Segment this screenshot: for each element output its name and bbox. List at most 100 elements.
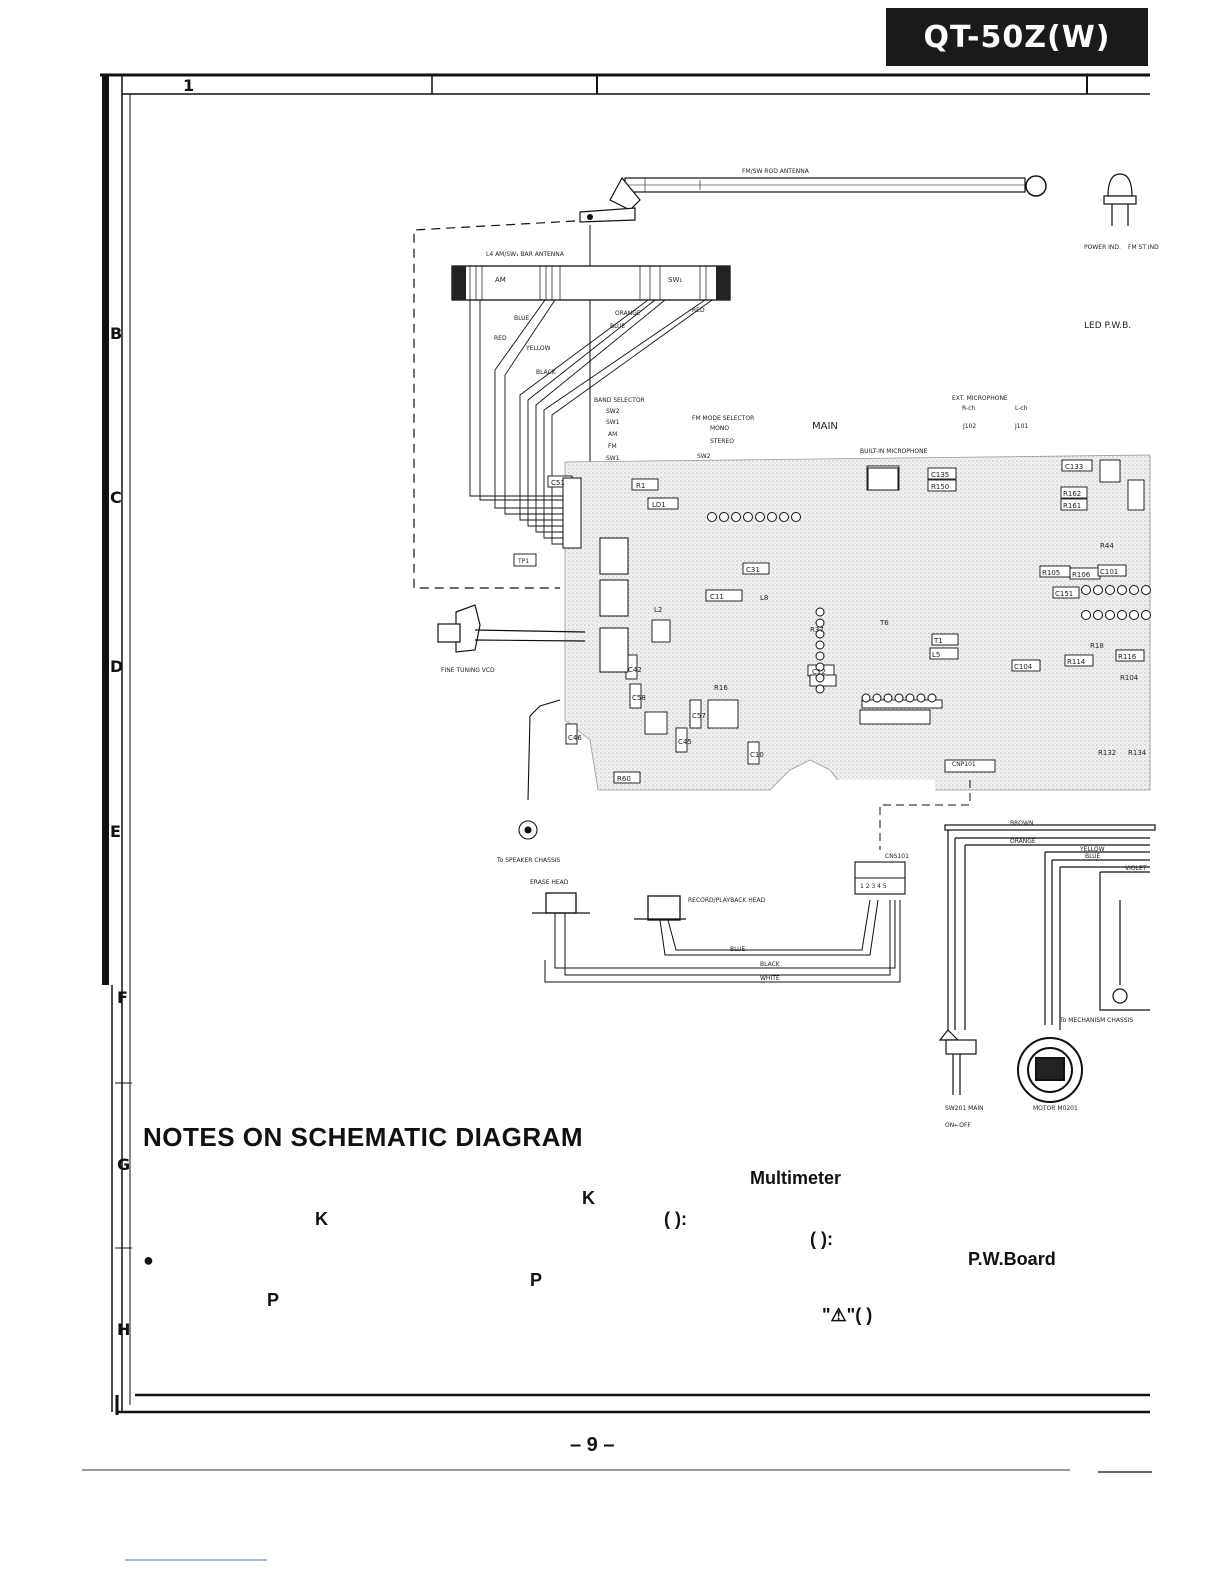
component-label: L5 [932, 651, 940, 659]
notes-title: NOTES ON SCHEMATIC DIAGRAM [143, 1122, 584, 1152]
led-component [1103, 173, 1137, 226]
component-label: LD1 [652, 501, 666, 509]
model-title: QT-50Z(W) [886, 8, 1148, 66]
label-fm-mode: FM MODE SELECTOR [692, 415, 754, 422]
component-label: C58 [632, 694, 646, 702]
note-bullet: ● [143, 1250, 154, 1270]
note-p: P [530, 1270, 543, 1290]
label-ext-mic: EXT. MICROPHONE [952, 395, 1008, 402]
note-k: K [582, 1188, 595, 1208]
label-speaker-chassis: To SPEAKER CHASSIS [496, 857, 561, 864]
component-label: R161 [1063, 502, 1081, 510]
note-warning: "⚠"( ) [822, 1305, 873, 1325]
antenna-wire-bundle [469, 299, 713, 545]
grid-row-f: F [117, 988, 128, 1007]
label-main: MAIN [812, 421, 838, 432]
component-label: R106 [1072, 571, 1091, 579]
label-fm-stereo: STEREO [710, 438, 734, 445]
erase-head [532, 892, 590, 914]
label-cnp101: CNP101 [952, 761, 976, 768]
component-label: C135 [931, 471, 949, 479]
grid-row-h: H [117, 1320, 131, 1339]
component-label: R18 [1090, 642, 1104, 650]
grid-column-1: 1 [183, 76, 195, 95]
component-label: R1 [636, 482, 645, 490]
label-rod-antenna: FM/SW ROD ANTENNA [742, 168, 810, 175]
band-pos: SW1 [606, 455, 620, 462]
motor-wire-label: BLUE [1085, 853, 1101, 860]
component-label: C101 [1100, 568, 1118, 576]
head-wire-label: BLACK [760, 961, 781, 968]
head-wire-label: BLUE [730, 946, 746, 953]
label-rch: R-ch [962, 405, 975, 412]
note-p: P [267, 1290, 280, 1310]
label-erase-head: ERASE HEAD [530, 879, 569, 886]
motor-wire-label: VIOLET [1125, 865, 1147, 872]
label-sw201: SW201 MAIN [945, 1105, 984, 1112]
band-pos: SW1 [606, 419, 620, 426]
grid-row-d: D [110, 657, 124, 676]
component-label: T1 [933, 637, 943, 645]
label-sw201-state: ON←OFF [945, 1122, 971, 1129]
component-label: L2 [654, 606, 662, 614]
component-label: R116 [1118, 653, 1137, 661]
component-label: R16 [714, 684, 728, 692]
wire-label: YELLOW [525, 345, 551, 352]
component-label: R134 [1128, 749, 1147, 757]
wire-label: BLACK [536, 369, 557, 376]
motor-wire-label: ORANGE [1010, 838, 1036, 845]
component-label: C12 [812, 668, 826, 676]
component-label: R114 [1067, 658, 1086, 666]
label-tp1: TP1 [517, 558, 529, 565]
label-fm-sw: SW2 [697, 453, 711, 460]
cns101-connector [854, 861, 906, 895]
motor-wire-label: BROWN [1010, 820, 1033, 827]
band-pos: SW2 [606, 408, 620, 415]
component-label: R44 [1100, 542, 1114, 550]
note-k: K [315, 1209, 328, 1229]
component-label: C11 [710, 593, 724, 601]
wire-label: BLUE [610, 323, 626, 330]
sw201-switch [938, 1029, 977, 1095]
component-label: C42 [628, 666, 642, 674]
grid-row-b: B [110, 324, 123, 343]
label-j102: J102 [962, 423, 976, 430]
head-wire-label: WHITE [760, 975, 780, 982]
band-pos: FM [608, 443, 617, 450]
wire-label: BLUE [514, 315, 530, 322]
label-band-selector: BAND SELECTOR [594, 397, 645, 404]
note-paren: ( ): [664, 1209, 687, 1229]
note-pwboard: P.W.Board [968, 1249, 1056, 1269]
label-built-in-mic: BUILT-IN MICROPHONE [860, 448, 928, 455]
page-number: – 9 – [570, 1434, 615, 1456]
note-multimeter: Multimeter [750, 1168, 842, 1188]
grid-row-g: G [117, 1155, 131, 1174]
label-bar-antenna: L4 AM/SW₁ BAR ANTENNA [486, 251, 565, 258]
speaker-lug [518, 699, 561, 840]
label-motor: MOTOR M0201 [1033, 1105, 1078, 1112]
label-fm-st-ind: FM ST IND [1128, 244, 1159, 251]
label-fine-tuning: FINE TUNING VCD [441, 667, 495, 674]
component-label: R104 [1120, 674, 1139, 682]
component-label: C57 [692, 712, 706, 720]
component-label: C46 [568, 734, 582, 742]
component-label: C10 [750, 751, 764, 759]
component-label: C45 [678, 738, 692, 746]
label-cns101: CNS101 [885, 853, 909, 860]
label-rec-head: RECORD/PLAYBACK HEAD [688, 897, 766, 904]
component-label: R132 [1098, 749, 1116, 757]
band-selector-switch [562, 477, 629, 673]
label-j101: J101 [1014, 423, 1028, 430]
component-label: C104 [1014, 663, 1033, 671]
motor-wire-label: YELLOW [1079, 846, 1105, 853]
wire-label: RED [494, 335, 507, 342]
component-label: R37 [810, 626, 824, 634]
band-pos: AM [608, 431, 617, 438]
component-label: R162 [1063, 490, 1081, 498]
motor [1017, 1037, 1083, 1103]
label-fm-mono: MONO [710, 425, 729, 432]
component-label: C31 [746, 566, 760, 574]
component-label: R60 [617, 775, 631, 783]
